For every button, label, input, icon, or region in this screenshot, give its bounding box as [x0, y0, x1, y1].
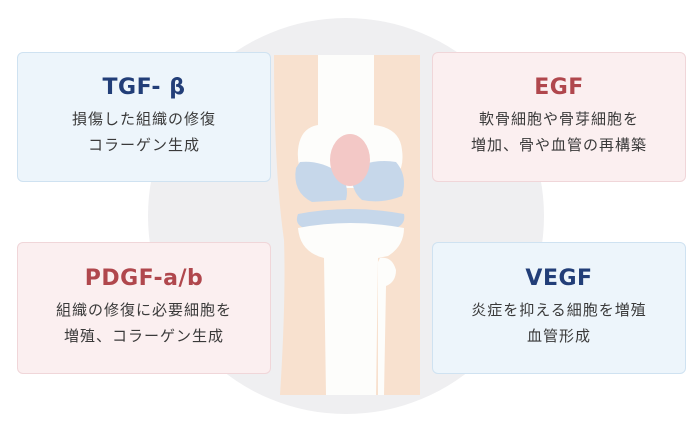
card-vegf-line-1: 炎症を抑える細胞を増殖 — [471, 300, 647, 319]
card-egf-line-1: 軟骨細胞や骨芽細胞を — [478, 109, 639, 128]
card-pdgf-line-2: 増殖、コラーゲン生成 — [63, 327, 224, 346]
card-egf-line-2: 増加、骨や血管の再構築 — [470, 136, 647, 155]
patella — [330, 134, 370, 186]
card-tgf-beta: TGF- β 損傷した組織の修復 コラーゲン生成 — [17, 52, 271, 182]
card-pdgf-line-1: 組織の修復に必要細胞を — [55, 300, 232, 319]
card-pdgf: PDGF-a/b 組織の修復に必要細胞を 増殖、コラーゲン生成 — [17, 242, 271, 374]
card-egf-title: EGF — [534, 74, 584, 100]
card-tgf-line-1: 損傷した組織の修復 — [71, 109, 216, 128]
fibula — [378, 257, 396, 395]
card-pdgf-title: PDGF-a/b — [84, 265, 204, 291]
card-tgf-line-2: コラーゲン生成 — [87, 136, 200, 155]
card-vegf: VEGF 炎症を抑える細胞を増殖 血管形成 — [432, 242, 686, 374]
card-tgf-title: TGF- β — [102, 74, 186, 100]
meniscus — [296, 209, 405, 228]
card-vegf-line-2: 血管形成 — [526, 327, 591, 346]
tibia — [298, 223, 404, 395]
card-vegf-title: VEGF — [525, 265, 593, 291]
card-egf: EGF 軟骨細胞や骨芽細胞を 増加、骨や血管の再構築 — [432, 52, 686, 182]
